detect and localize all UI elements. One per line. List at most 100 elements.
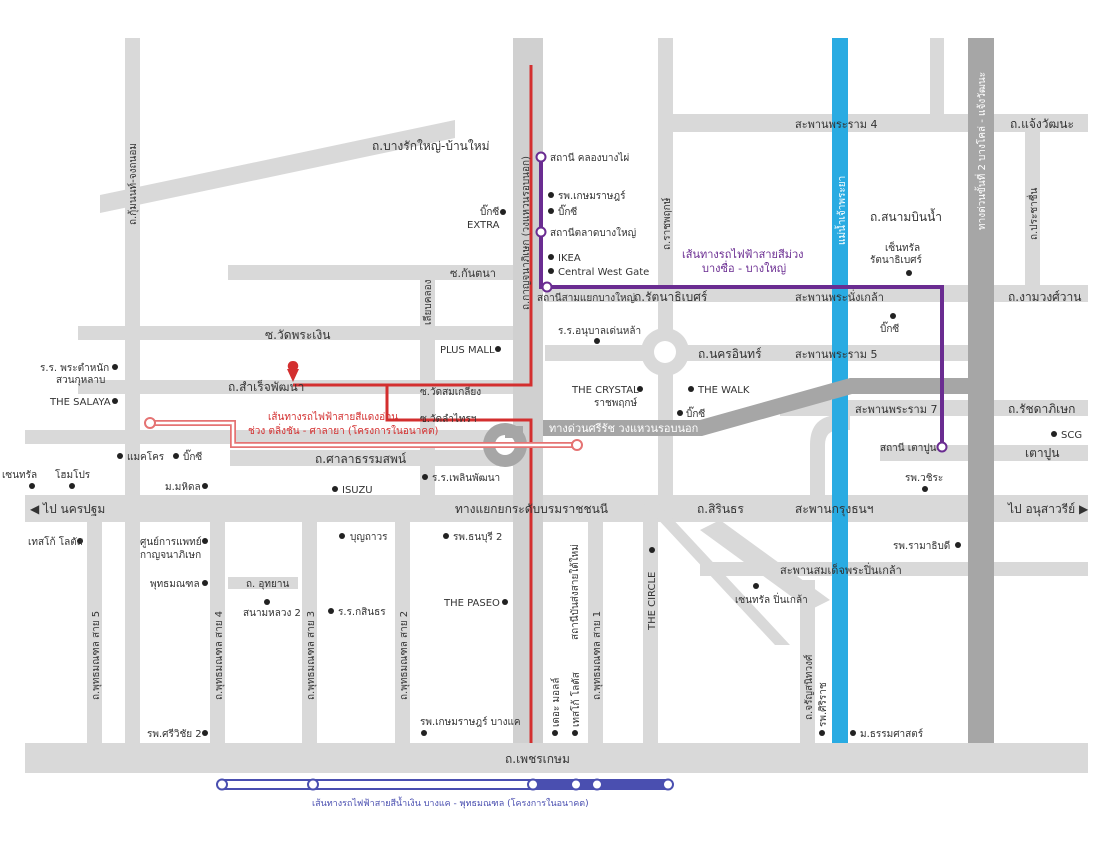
place-dot xyxy=(548,254,554,260)
road-label: ซ.วัดสมเกลียง xyxy=(420,386,481,398)
red-line-lower xyxy=(385,385,533,743)
road-label: ถ.กาญจนาภิเษก (วงแหวนรอบนอก) xyxy=(521,156,532,310)
road-borommaratchachonnani xyxy=(25,495,1088,522)
blue-station-5 xyxy=(591,778,603,791)
purple-line-track xyxy=(539,157,944,447)
road-phutthamonthon-4 xyxy=(210,522,225,743)
station-label: สถานี เตาปูน xyxy=(880,442,937,454)
station-label: สถานีตลาดบางใหญ่ xyxy=(550,227,636,239)
place-dot xyxy=(339,533,345,539)
place-label: รพ.ธนบุรี 2 xyxy=(453,531,502,543)
place-markers xyxy=(29,192,1057,736)
place-dot xyxy=(332,486,338,492)
place-label: ม.มหิดล xyxy=(165,482,201,493)
place-dot xyxy=(117,453,123,459)
road-label: ถ.บางรักใหญ่-บ้านใหม่ xyxy=(372,139,490,153)
place-label: เดอะ มอลล์ xyxy=(550,678,562,727)
road-label: ซ.วัดพระเงิน xyxy=(265,328,330,342)
road-the-circle xyxy=(643,522,658,743)
place-label: รพ.วชิระ xyxy=(905,473,943,484)
road-curve-rama7 xyxy=(810,415,850,495)
place-dot xyxy=(77,538,83,544)
blue-station-6 xyxy=(662,778,674,791)
place-label: ร.ร. พระตำหนัก xyxy=(40,363,109,374)
place-dot xyxy=(500,209,506,215)
road-label: ถ.พุทธมณฑล สาย 3 xyxy=(306,611,317,700)
place-label: ร.ร.อนุบาลเด่นหล้า xyxy=(558,325,641,337)
place-dot xyxy=(264,599,270,605)
place-label: รัตนาธิเบศร์ xyxy=(870,254,923,266)
road-ratchaphruek xyxy=(658,38,673,495)
place-dot xyxy=(677,410,683,416)
place-dot xyxy=(443,533,449,539)
road-kan-na xyxy=(228,265,528,280)
place-dot xyxy=(112,398,118,404)
blue-line-label: เส้นทางรถไฟฟ้าสายสีน้ำเงิน บางแค - พุทธม… xyxy=(312,796,589,809)
place-dot xyxy=(688,386,694,392)
place-label: THE PASEO xyxy=(443,598,500,609)
expressways xyxy=(483,38,994,743)
place-label: เทสโก้ โลตัส xyxy=(569,672,582,727)
place-label: IKEA xyxy=(558,253,581,264)
blue-station-1 xyxy=(216,778,228,791)
road-phetkasem xyxy=(25,743,1088,773)
road-label: สะพานพระราม 7 xyxy=(855,403,937,416)
road-label: ทางด่วนศรีรัช วงแหวนรอบนอก xyxy=(549,422,698,435)
road-kumnan xyxy=(125,38,140,743)
place-dot xyxy=(328,608,334,614)
blue-station-4 xyxy=(570,778,582,791)
place-label: เซ็นทรัล xyxy=(885,240,920,254)
place-dot xyxy=(922,486,928,492)
place-dot xyxy=(594,338,600,344)
road-label: ถ.งามวงศ์วาน xyxy=(1008,290,1081,304)
place-label: แมคโคร xyxy=(127,450,165,463)
place-label: ราชพฤกษ์ xyxy=(594,397,637,409)
place-label: ศูนย์การแพทย์ xyxy=(140,536,202,548)
place-label: กาญจนาภิเษก xyxy=(140,550,201,561)
place-dot xyxy=(422,474,428,480)
road-label: THE CIRCLE xyxy=(647,572,658,631)
station-label: สถานี คลองบางไผ่ xyxy=(550,152,629,164)
place-dot xyxy=(495,346,501,352)
road-label: เลียบคลอง xyxy=(422,279,434,325)
pink-line xyxy=(144,417,583,451)
road-ratchaphisek xyxy=(780,400,1088,416)
road-bang-rak-yai xyxy=(100,120,455,213)
road-label: ซ.กันตนา xyxy=(450,267,496,280)
road-label: ถ.พุทธมณฑล สาย 4 xyxy=(214,611,225,700)
purple-line xyxy=(535,151,948,453)
place-label: ม.ธรรมศาสตร์ xyxy=(860,728,924,740)
road-kalaphruek xyxy=(230,450,530,466)
place-dot xyxy=(202,580,208,586)
place-label: สวนกุหลาบ xyxy=(56,375,105,386)
place-label: โฮมโปร xyxy=(55,468,91,481)
place-dot xyxy=(1051,431,1057,437)
place-dot xyxy=(637,386,643,392)
road-utthayan xyxy=(228,577,298,589)
place-dot xyxy=(649,547,655,553)
place-dot xyxy=(819,730,825,736)
road-label: ถ.พุทธมณฑล สาย 2 xyxy=(399,611,410,700)
station-yaek-bang-yai-marker xyxy=(541,281,553,293)
road-charansanitwong xyxy=(800,580,815,743)
pink-line-label: เส้นทางรถไฟฟ้าสายสีแดงอ่อน xyxy=(268,411,398,423)
road-label: สะพานพระราม 5 xyxy=(795,348,877,361)
tollway-expressway xyxy=(968,38,994,743)
road-phutthamonthon-2 xyxy=(395,522,410,743)
road-kanchanaphisek xyxy=(513,38,543,743)
road-wat-phra-ngoen xyxy=(78,326,528,340)
place-dot xyxy=(548,208,554,214)
place-label: EXTRA xyxy=(467,220,500,231)
red-line-upper xyxy=(293,65,533,387)
place-label: เซนทรัล xyxy=(2,470,37,481)
place-dot xyxy=(69,483,75,489)
station-khlong-bang-phai-marker xyxy=(535,151,547,163)
place-dot xyxy=(850,730,856,736)
place-label: เทสโก้ โลตัส xyxy=(28,535,83,548)
place-dot xyxy=(502,599,508,605)
place-label: รพ.เกษมราษฎร์ xyxy=(558,190,626,202)
road-diagonal-ratchaphruek xyxy=(640,500,790,645)
road-label: ถ.กุ้มนนท์-จงถนอม xyxy=(127,143,139,225)
place-label: SCG xyxy=(1061,430,1082,441)
place-dot xyxy=(29,483,35,489)
